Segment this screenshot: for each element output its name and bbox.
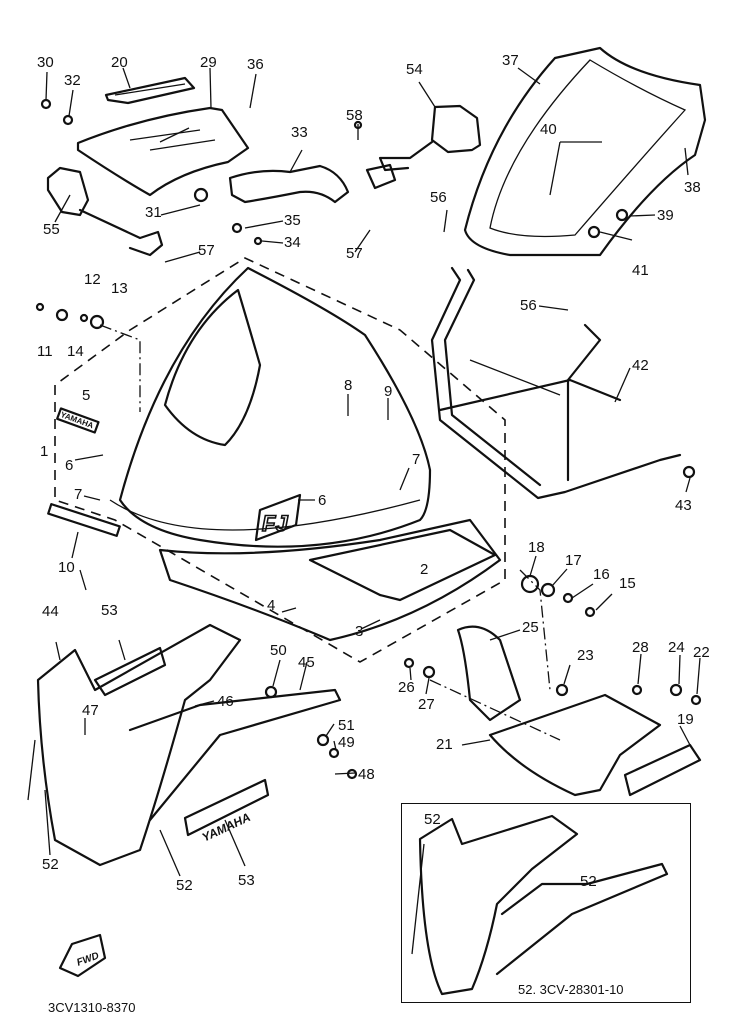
callout-21: 21 xyxy=(436,736,453,753)
inset-caption: 52. 3CV-28301-10 xyxy=(518,982,624,997)
meter-cover-20 xyxy=(104,76,196,105)
callout-34: 34 xyxy=(284,234,301,251)
fasteners xyxy=(35,98,702,780)
callout-41: 41 xyxy=(632,262,649,279)
upper-cowling-1 xyxy=(109,266,502,642)
figure-code: 3CV1310-8370 xyxy=(48,1000,136,1015)
callout-40: 40 xyxy=(540,121,557,138)
callout-52-left: 52 xyxy=(42,856,59,873)
callout-11: 11 xyxy=(37,343,53,360)
callout-52-center: 52 xyxy=(176,877,193,894)
yamaha-small-text: YAMAHA xyxy=(59,410,95,430)
callout-1: 1 xyxy=(40,443,49,460)
assembly-line xyxy=(429,679,561,741)
under-cowl-44 xyxy=(27,623,342,867)
cover-21 xyxy=(488,693,662,797)
callout-27: 27 xyxy=(418,696,435,713)
callout-15: 15 xyxy=(619,575,636,592)
callout-35: 35 xyxy=(284,212,301,229)
callout-13: 13 xyxy=(111,280,128,297)
callout-26: 26 xyxy=(398,679,415,696)
callout-39: 39 xyxy=(657,207,674,224)
inner-panel-29 xyxy=(76,106,250,197)
callout-56-upper: 56 xyxy=(430,189,447,206)
callout-43: 43 xyxy=(675,497,692,514)
mirror-54 xyxy=(365,104,482,190)
callout-46: 46 xyxy=(217,693,234,710)
leader-lines xyxy=(44,67,701,877)
yamaha-decal-5: YAMAHA xyxy=(56,407,100,434)
callout-56-lower: 56 xyxy=(520,297,537,314)
assembly-line xyxy=(99,324,141,412)
callout-4: 4 xyxy=(267,597,276,614)
callout-18: 18 xyxy=(528,539,545,556)
fj-logo-text: FJ xyxy=(262,511,288,536)
callout-30: 30 xyxy=(37,54,54,71)
callout-17: 17 xyxy=(565,552,582,569)
callout-42: 42 xyxy=(632,357,649,374)
windshield-37 xyxy=(463,46,707,257)
callout-9: 9 xyxy=(384,383,393,400)
callout-20: 20 xyxy=(111,54,128,71)
strip-10 xyxy=(47,503,121,537)
callout-3: 3 xyxy=(355,623,364,640)
inset-callout-52-left: 52 xyxy=(424,811,441,828)
decal-53-upper xyxy=(93,646,167,697)
callout-19: 19 xyxy=(677,711,694,728)
callout-31: 31 xyxy=(145,204,162,221)
callout-14: 14 xyxy=(67,343,84,360)
callout-33: 33 xyxy=(291,124,308,141)
callout-38: 38 xyxy=(684,179,701,196)
callout-53-lower: 53 xyxy=(238,872,255,889)
callout-2: 2 xyxy=(420,561,429,578)
callout-7-right: 7 xyxy=(412,451,421,468)
callout-53-upper: 53 xyxy=(101,602,118,619)
callout-57-left: 57 xyxy=(198,242,215,259)
callout-6-left: 6 xyxy=(65,457,74,474)
inset-callout-52-right: 52 xyxy=(580,873,597,890)
callout-22: 22 xyxy=(693,644,710,661)
air-duct-25 xyxy=(456,625,522,722)
callout-44: 44 xyxy=(42,603,59,620)
callout-16: 16 xyxy=(593,566,610,583)
callout-57-right: 57 xyxy=(346,245,363,262)
stay-42 xyxy=(430,266,682,500)
duct-33 xyxy=(228,164,350,204)
callout-58: 58 xyxy=(346,107,363,124)
fj-logo-decal-6: FJ xyxy=(254,493,302,542)
callout-49: 49 xyxy=(338,734,355,751)
callout-8: 8 xyxy=(344,377,353,394)
callout-7-left: 7 xyxy=(74,486,83,503)
mirror-55 xyxy=(46,166,164,257)
callout-32: 32 xyxy=(64,72,81,89)
fwd-arrow-text: FWD xyxy=(75,951,100,969)
callout-37: 37 xyxy=(502,52,519,69)
callout-48: 48 xyxy=(358,766,375,783)
callout-47: 47 xyxy=(82,702,99,719)
callout-28: 28 xyxy=(632,639,649,656)
callout-45: 45 xyxy=(298,654,315,671)
callout-50: 50 xyxy=(270,642,287,659)
inset-part-52: 52 52 52. 3CV-28301-10 xyxy=(401,803,691,1003)
callout-55: 55 xyxy=(43,221,60,238)
callout-25: 25 xyxy=(522,619,539,636)
callout-24: 24 xyxy=(668,639,685,656)
assembly-outline xyxy=(54,257,506,663)
callout-23: 23 xyxy=(577,647,594,664)
callout-5: 5 xyxy=(82,387,91,404)
callout-36: 36 xyxy=(247,56,264,73)
fwd-arrow-icon: FWD xyxy=(58,933,107,978)
callout-29: 29 xyxy=(200,54,217,71)
inset-drawing xyxy=(411,814,669,996)
grille-19 xyxy=(623,743,702,797)
yamaha-decal-53: YAMAHA xyxy=(183,778,270,845)
callout-51: 51 xyxy=(338,717,355,734)
callout-10: 10 xyxy=(58,559,75,576)
callout-6-right: 6 xyxy=(318,492,327,509)
callout-12: 12 xyxy=(84,271,101,288)
callout-54: 54 xyxy=(406,61,423,78)
